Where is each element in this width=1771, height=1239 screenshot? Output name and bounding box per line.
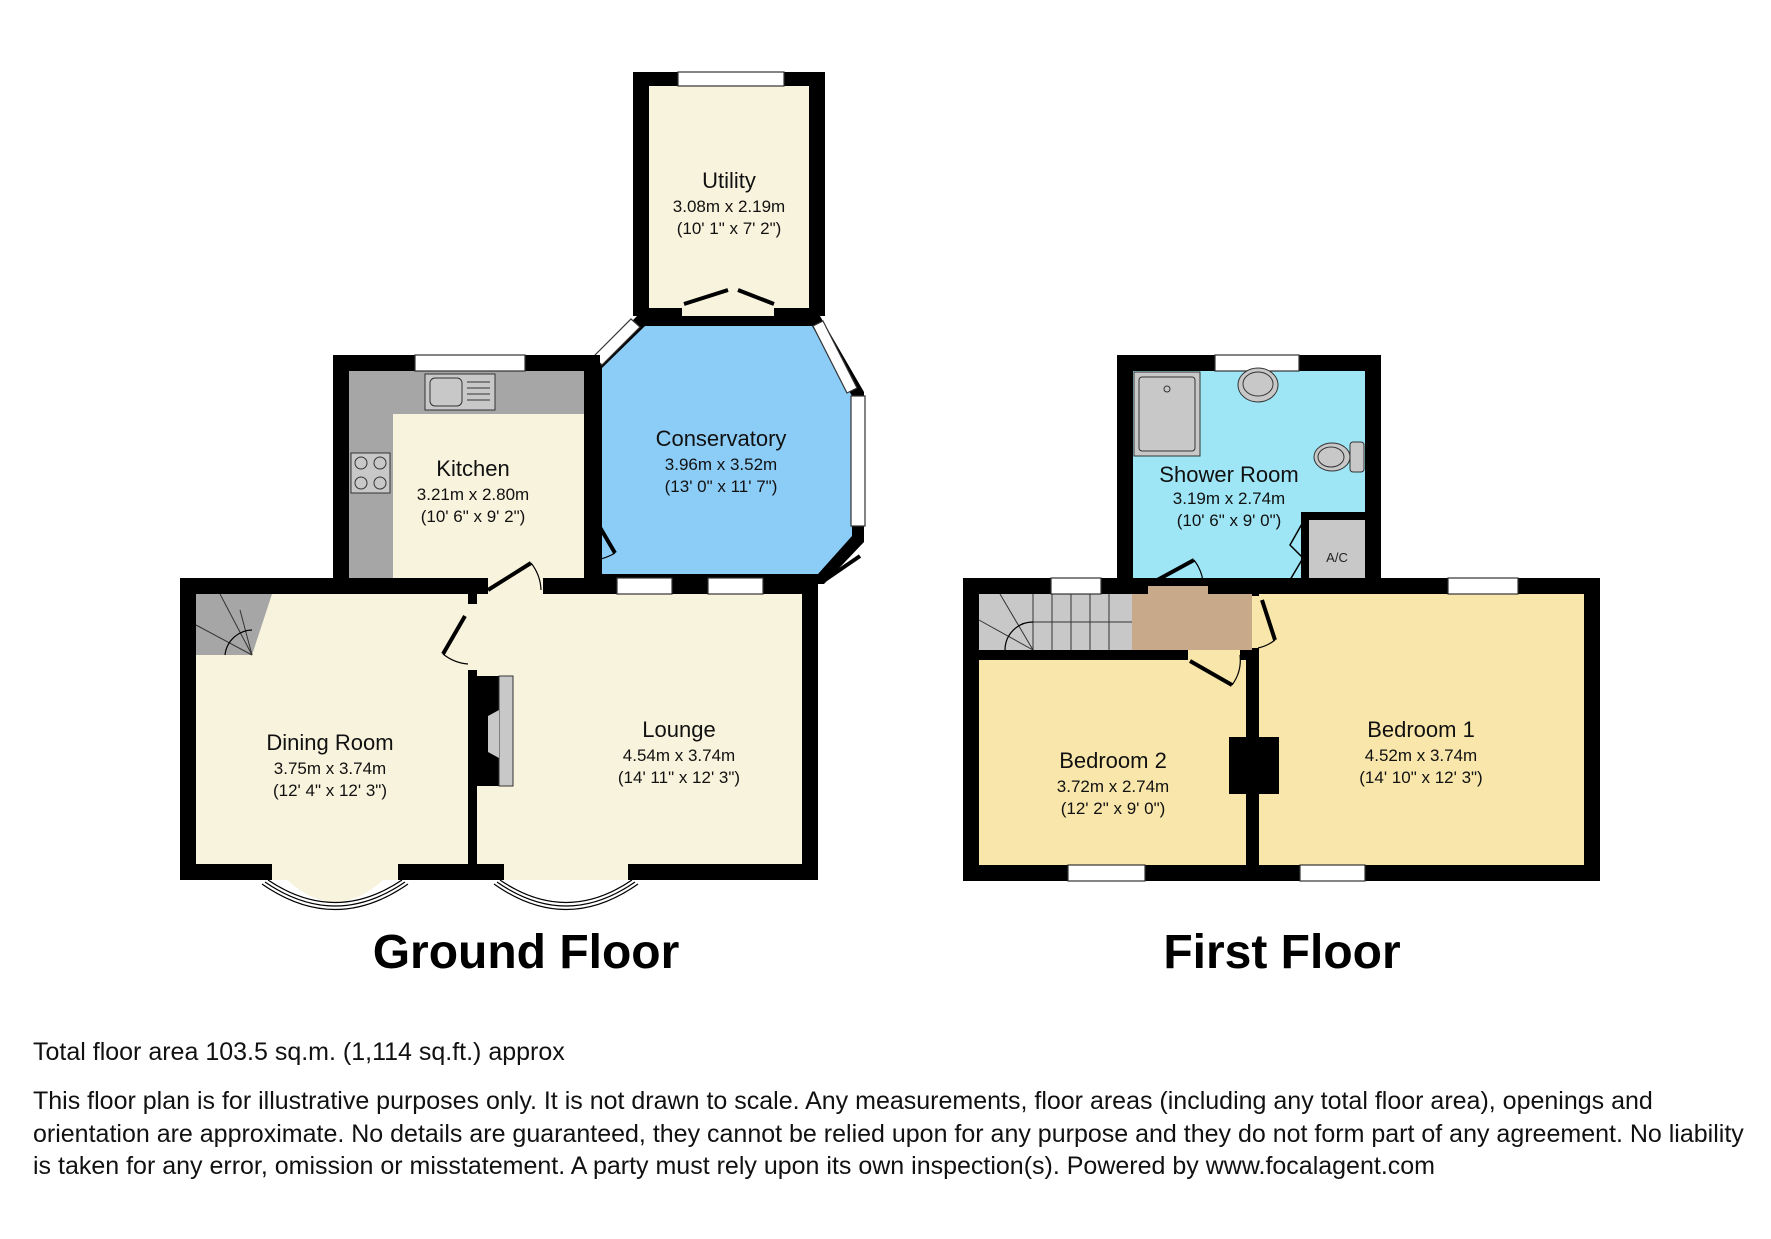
first-floor-main-block xyxy=(963,577,1600,882)
room-metric-bedroom-1: 4.52m x 3.74m xyxy=(1365,746,1477,765)
room-label-conservatory: Conservatory xyxy=(656,426,787,451)
first-floor-labels: Shower Room 3.19m x 2.74m (10' 6" x 9' 0… xyxy=(1057,462,1483,818)
chimney-breast xyxy=(1229,737,1279,794)
toilet-icon xyxy=(1313,441,1365,473)
room-label-dining-room: Dining Room xyxy=(266,730,393,755)
room-imperial-conservatory: (13' 0" x 11' 7") xyxy=(665,477,778,496)
utility-window xyxy=(677,71,785,87)
room-imperial-kitchen: (10' 6" x 9' 2") xyxy=(421,507,526,526)
room-metric-lounge: 4.54m x 3.74m xyxy=(623,746,735,765)
total-floor-area: Total floor area 103.5 sq.m. (1,114 sq.f… xyxy=(33,1038,565,1066)
room-imperial-utility: (10' 1" x 7' 2") xyxy=(677,219,782,238)
room-imperial-dining-room: (12' 4" x 12' 3") xyxy=(273,781,387,800)
room-bedroom-1 xyxy=(1259,594,1584,865)
conservatory-window-e xyxy=(850,395,866,527)
room-shower-room: A/C xyxy=(1117,354,1381,595)
room-utility xyxy=(633,71,825,316)
disclaimer-text: This floor plan is for illustrative purp… xyxy=(33,1087,1744,1180)
room-dining-lounge-block xyxy=(180,561,818,910)
room-label-utility: Utility xyxy=(702,168,756,193)
room-imperial-bedroom-1: (14' 10" x 12' 3") xyxy=(1359,768,1482,787)
room-metric-dining-room: 3.75m x 3.74m xyxy=(274,759,386,778)
room-lounge xyxy=(477,594,802,864)
bedroom-1-window-bottom xyxy=(1299,864,1366,882)
staircase-icon xyxy=(978,593,1132,651)
basin-icon xyxy=(1237,367,1279,403)
stair-window xyxy=(1050,577,1102,595)
first-floor-plan: A/C xyxy=(963,354,1600,979)
room-metric-conservatory: 3.96m x 3.52m xyxy=(665,455,777,474)
ground-floor-plan: Utility 3.08m x 2.19m (10' 1" x 7' 2") C… xyxy=(180,71,866,979)
room-label-lounge: Lounge xyxy=(642,717,715,742)
bedroom-1-window-top xyxy=(1447,577,1519,595)
bedroom-2-window xyxy=(1067,864,1146,882)
room-label-kitchen: Kitchen xyxy=(436,456,509,481)
staircase-icon xyxy=(195,593,272,656)
conservatory-window-ne xyxy=(812,320,858,394)
fireplace-icon xyxy=(475,675,514,787)
floor-title-first: First Floor xyxy=(1163,926,1400,979)
room-imperial-lounge: (14' 11" x 12' 3") xyxy=(618,768,740,787)
shower-tray-icon xyxy=(1133,371,1201,457)
landing xyxy=(1132,594,1252,650)
room-metric-shower-room: 3.19m x 2.74m xyxy=(1173,489,1285,508)
room-metric-bedroom-2: 3.72m x 2.74m xyxy=(1057,777,1169,796)
floor-title-ground: Ground Floor xyxy=(373,926,680,979)
kitchen-window xyxy=(414,354,526,372)
cupboard-label: A/C xyxy=(1326,550,1348,565)
room-imperial-bedroom-2: (12' 2" x 9' 0") xyxy=(1061,799,1166,818)
room-metric-utility: 3.08m x 2.19m xyxy=(673,197,785,216)
room-kitchen xyxy=(333,354,600,588)
room-label-bedroom-2: Bedroom 2 xyxy=(1059,748,1167,773)
room-conservatory xyxy=(583,316,866,584)
lounge-window-1 xyxy=(616,577,673,595)
room-label-bedroom-1: Bedroom 1 xyxy=(1367,717,1475,742)
lounge-bay-window xyxy=(493,864,639,910)
lounge-window-2 xyxy=(707,577,764,595)
hob-icon xyxy=(350,452,391,494)
ground-floor-labels: Utility 3.08m x 2.19m (10' 1" x 7' 2") C… xyxy=(266,168,786,800)
room-label-shower-room: Shower Room xyxy=(1159,462,1298,487)
room-imperial-shower-room: (10' 6" x 9' 0") xyxy=(1177,511,1282,530)
room-metric-kitchen: 3.21m x 2.80m xyxy=(417,485,529,504)
sink-icon xyxy=(424,373,496,411)
room-bedroom-2 xyxy=(979,660,1246,865)
dining-bay-window xyxy=(261,864,409,910)
